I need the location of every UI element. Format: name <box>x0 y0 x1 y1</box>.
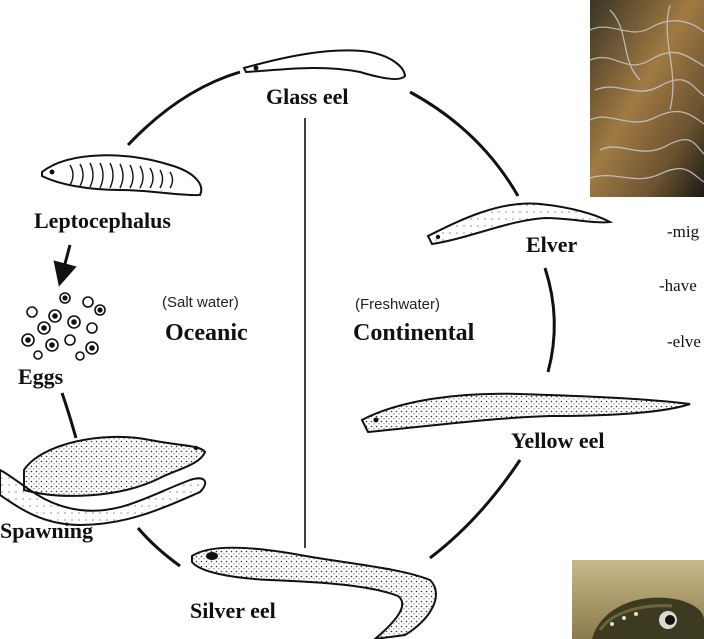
leptocephalus-drawing <box>41 154 203 197</box>
zone-oceanic-title: Oceanic <box>165 320 248 346</box>
label-glass-eel: Glass eel <box>266 84 349 109</box>
side-note-2: -have <box>659 276 697 295</box>
label-spawning: Spawning <box>0 518 93 543</box>
arc-elver-to-yellow <box>543 267 556 373</box>
glass-eels-photo-art <box>590 0 704 197</box>
arrow-leptocephalus-to-eggs <box>53 244 77 287</box>
label-leptocephalus: Leptocephalus <box>34 208 171 233</box>
eggs-drawing <box>21 292 106 361</box>
label-elver: Elver <box>526 232 578 257</box>
spawning-drawing <box>0 435 207 527</box>
side-note-1: -mig <box>667 222 700 241</box>
eel-head-photo <box>572 560 704 639</box>
yellow-eel-drawing <box>360 392 691 434</box>
elver-drawing <box>426 202 614 246</box>
label-yellow-eel: Yellow eel <box>511 428 605 453</box>
arc-yellow-to-silver <box>429 459 522 560</box>
side-note-3: -elve <box>667 332 701 351</box>
eel-head-photo-art <box>572 560 704 639</box>
label-silver-eel: Silver eel <box>190 598 276 623</box>
glass-eels-photo <box>590 0 704 197</box>
zone-continental-title: Continental <box>353 320 475 346</box>
zone-oceanic-note: (Salt water) <box>162 294 239 311</box>
zone-continental-note: (Freshwater) <box>355 296 441 313</box>
arc-glass-to-elver <box>409 90 520 197</box>
arc-silver-to-spawning <box>136 527 181 568</box>
glass-eel-drawing <box>242 49 407 80</box>
silver-eel-drawing <box>191 546 437 639</box>
label-eggs: Eggs <box>18 364 64 389</box>
arc-leptocephalus-to-glass <box>126 70 241 147</box>
arc-spawning-to-eggs <box>60 392 78 439</box>
